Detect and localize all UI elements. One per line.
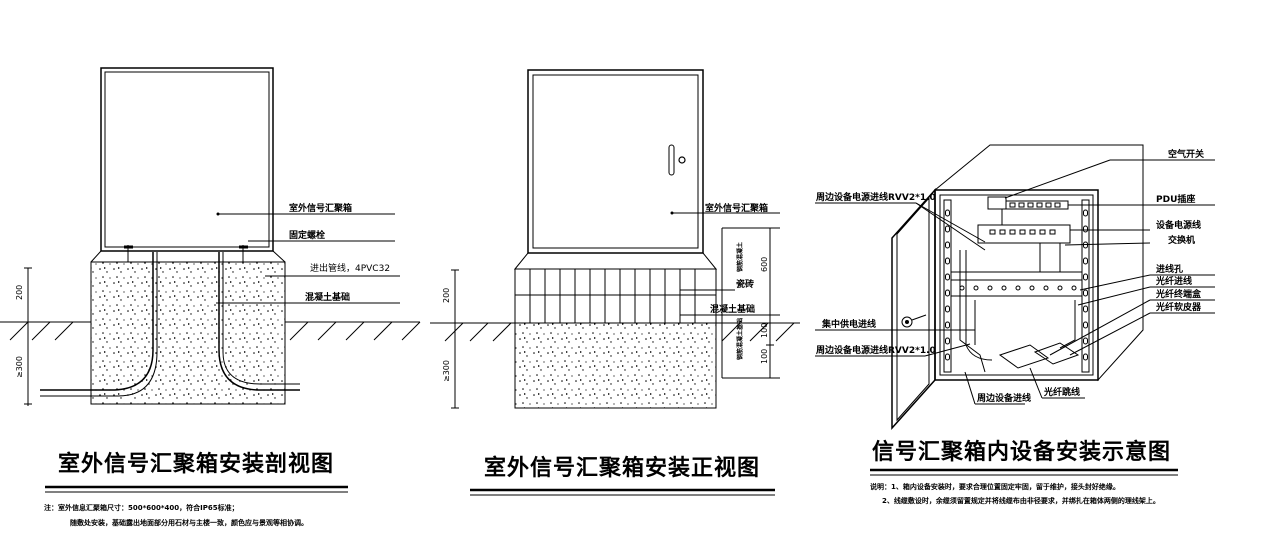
right-note-1: 说明：1、箱内设备安装时，要求合理位置固定牢固，留于维护，接头封好绝缘。 <box>870 482 1120 491</box>
right-label-fiber-jumper: 光纤软皮器 <box>1155 301 1202 313</box>
right-label-fiber-in: 光纤进线 <box>1155 275 1192 287</box>
middle-dim-600: 600 <box>760 257 769 272</box>
middle-title: 室外信号汇聚箱安装正视图 <box>484 455 760 481</box>
middle-vert-label-a: 钢筋混凝土 <box>736 242 744 272</box>
middle-dim-bottom: ≥300 <box>442 360 451 382</box>
right-title: 信号汇聚箱内设备安装示意图 <box>872 439 1171 465</box>
network-switch <box>977 224 1071 244</box>
right-label-fiber-tail: 光纤跳线 <box>1043 386 1080 398</box>
door-handle-icon <box>678 156 686 164</box>
right-label-pdu: PDU插座 <box>1156 193 1195 205</box>
fiber-jumper-box <box>1033 342 1080 365</box>
right-note-2: 2、线缆敷设时，余缆须留置规定并将线缆布由非径要求，并绑扎在箱体两侧的理线架上。 <box>882 496 1160 505</box>
right-label-peri-power-2: 周边设备电源进线RVV2*1.0 <box>816 344 936 356</box>
middle-cabinet <box>527 69 704 254</box>
equipment-shelf <box>950 271 1083 297</box>
middle-dim-top: 200 <box>442 288 451 303</box>
left-label-concrete: 混凝土基础 <box>305 291 350 303</box>
left-note-1: 注：室外信息汇聚箱尺寸：500*600*400，符合IP65标准； <box>44 503 239 512</box>
middle-label-box: 室外信号汇聚箱 <box>705 202 768 214</box>
air-switch <box>987 196 1007 210</box>
left-cabinet <box>100 67 274 252</box>
left-label-box: 室外信号汇聚箱 <box>289 202 352 214</box>
fiber-terminal-box <box>998 344 1050 369</box>
left-section-view <box>0 67 421 406</box>
left-foundation <box>90 261 286 405</box>
right-label-cable-hole: 进线孔 <box>1156 263 1183 275</box>
right-label-peri-power-1: 周边设备电源进线RVV2*1.0 <box>816 191 936 203</box>
middle-dim-100b: 100 <box>760 349 769 364</box>
door-lock-icon <box>901 316 913 328</box>
middle-vert-label-b: 钢筋混凝土基础 <box>736 318 744 360</box>
middle-label-tile: 瓷砖 <box>736 278 754 290</box>
right-label-power-line: 设备电源线 <box>1156 219 1201 231</box>
left-dim-top: 200 <box>15 285 24 300</box>
middle-dim-100a: 100 <box>760 323 769 338</box>
left-label-pipe: 进出管线，4PVC32 <box>310 262 390 274</box>
right-label-fiber-term: 光纤终端盒 <box>1155 288 1202 300</box>
right-interior-view <box>815 144 1215 430</box>
left-note-2: 随敷处安装，基础露出地面部分用石材与主楼一致，颜色应与景观等相协调。 <box>70 518 308 527</box>
middle-foundation <box>514 322 717 409</box>
middle-label-concrete: 混凝土基础 <box>710 303 755 315</box>
right-label-air-switch: 空气开关 <box>1168 148 1204 160</box>
right-label-switch: 交换机 <box>1168 234 1195 246</box>
right-label-peri-in: 周边设备进线 <box>977 392 1031 404</box>
left-title: 室外信号汇聚箱安装剖视图 <box>58 451 334 477</box>
right-open-door <box>891 188 936 430</box>
right-label-central-power: 集中供电进线 <box>821 318 876 330</box>
left-label-bolt: 固定螺栓 <box>289 229 325 241</box>
left-dim-bottom: ≥300 <box>15 356 24 378</box>
middle-front-view <box>430 69 800 409</box>
